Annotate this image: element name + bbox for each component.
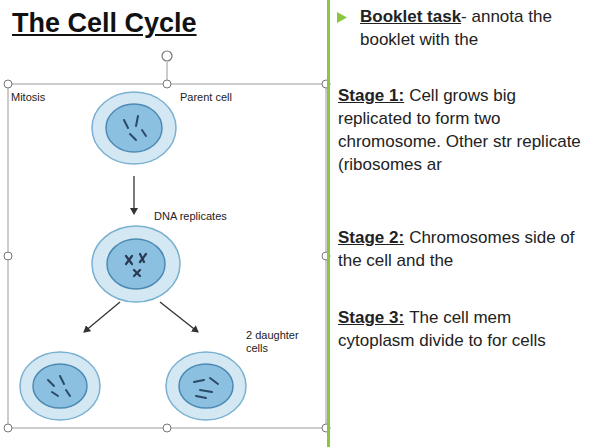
text-paragraph: Stage 2:Chromosomes side of the cell and…: [338, 226, 592, 272]
figure-label: Mitosis: [11, 91, 91, 104]
cell-membrane: [166, 352, 246, 420]
chromosomes: [48, 376, 70, 396]
figure-label: 2 daughter cells: [246, 329, 308, 355]
nucleus: [33, 364, 87, 408]
text-panel: Booklet task- annota the booklet with th…: [327, 0, 592, 447]
text-paragraph: Stage 3:The cell mem cytoplasm divide to…: [338, 306, 592, 352]
text-paragraph: Booklet task- annota the booklet with th…: [338, 5, 592, 51]
stage-heading: Stage 1:: [338, 86, 404, 105]
stage-heading: Stage 3:: [338, 308, 404, 327]
bullet-arrow: [337, 12, 347, 23]
chromosomes: [194, 378, 218, 398]
figure-label: DNA replicates: [154, 210, 254, 223]
nucleus: [179, 364, 233, 408]
arrow: [160, 302, 198, 332]
cell-membrane: [20, 352, 100, 420]
rotate-handle: [162, 51, 172, 61]
selection-handles: [4, 80, 330, 432]
figure-label: Parent cell: [180, 91, 270, 104]
nucleus: [107, 239, 165, 289]
chromosomes: [126, 254, 146, 276]
cell-membrane: [92, 92, 176, 164]
nucleus: [106, 104, 162, 152]
slide-title: The Cell Cycle: [12, 8, 197, 39]
arrow: [84, 302, 120, 332]
image-frame: [8, 84, 326, 428]
cell-membrane: [92, 226, 180, 302]
chromosomes: [124, 116, 146, 140]
text-paragraph: Stage 1:Cell grows big replicated to for…: [338, 84, 592, 176]
arrow: [133, 176, 134, 214]
stage-heading: Booklet task: [360, 7, 461, 26]
stage-heading: Stage 2:: [338, 228, 404, 247]
